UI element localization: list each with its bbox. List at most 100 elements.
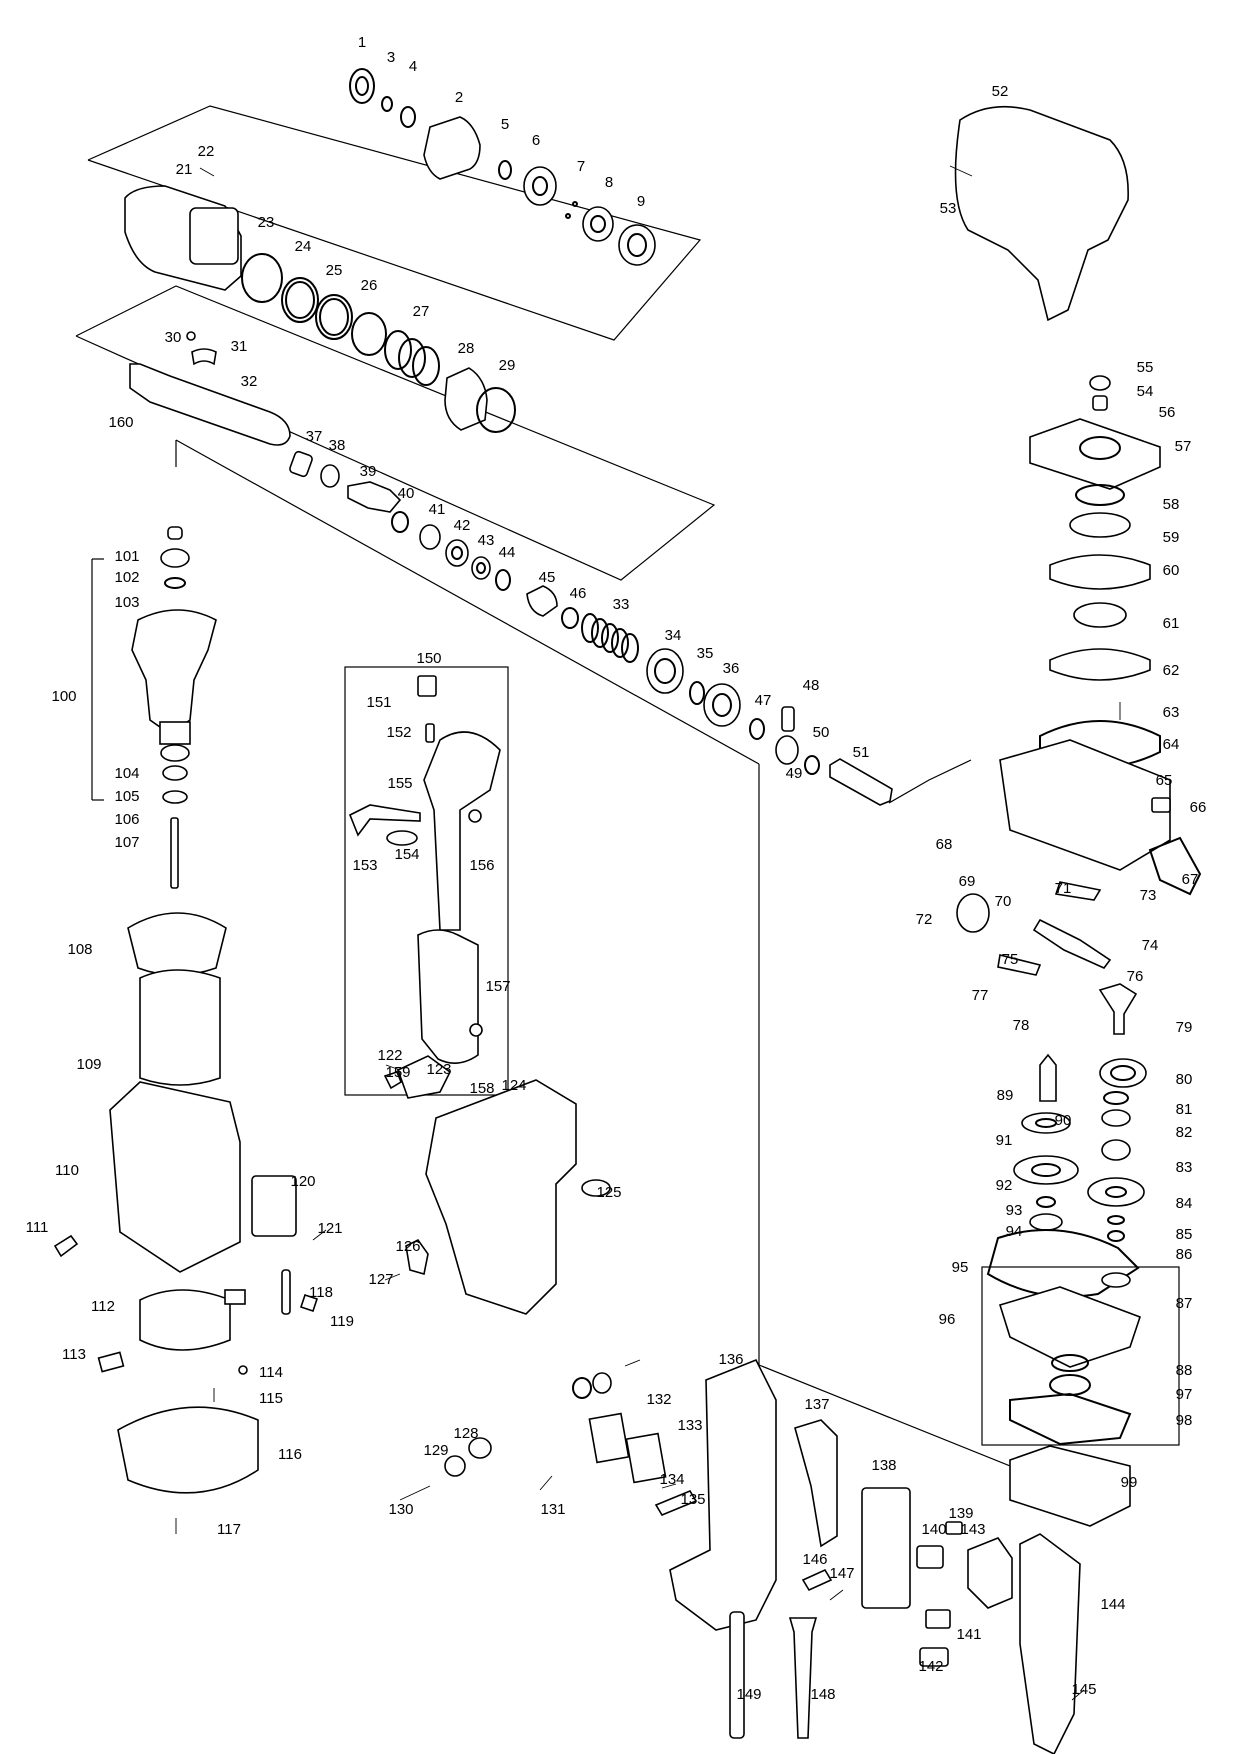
callout-94: 94	[1006, 1223, 1023, 1240]
callout-132: 132	[646, 1391, 671, 1408]
callout-134: 134	[659, 1471, 684, 1488]
callout-47: 47	[755, 692, 772, 709]
callout-2: 2	[455, 89, 463, 106]
callout-99: 99	[1121, 1474, 1138, 1491]
callout-73: 73	[1140, 887, 1157, 904]
callout-41: 41	[429, 501, 446, 518]
callout-52: 52	[992, 83, 1009, 100]
frame-bearing-box	[981, 1266, 1180, 1446]
callout-44: 44	[499, 544, 516, 561]
callout-68: 68	[936, 836, 953, 853]
callout-39: 39	[360, 463, 377, 480]
callout-145: 145	[1071, 1681, 1096, 1698]
callout-61: 61	[1163, 615, 1180, 632]
callout-67: 67	[1182, 871, 1199, 888]
callout-72: 72	[916, 911, 933, 928]
callout-49: 49	[786, 765, 803, 782]
callout-143: 143	[960, 1521, 985, 1538]
callout-33: 33	[613, 596, 630, 613]
callout-64: 64	[1163, 736, 1180, 753]
callout-24: 24	[295, 238, 312, 255]
callout-89: 89	[997, 1087, 1014, 1104]
callout-7: 7	[577, 158, 585, 175]
callout-70: 70	[995, 893, 1012, 910]
parts-main-handle	[669, 1358, 1085, 1754]
callout-101: 101	[114, 548, 139, 565]
parts-armature	[127, 526, 227, 1086]
callout-labels: 1342567892221232425262728293031321603738…	[26, 34, 1207, 1703]
callout-153: 153	[352, 857, 377, 874]
callout-51: 51	[853, 744, 870, 761]
callout-62: 62	[1163, 662, 1180, 679]
callout-118: 118	[309, 1284, 333, 1301]
callout-105: 105	[114, 788, 139, 805]
callout-123: 123	[426, 1061, 451, 1078]
callout-87: 87	[1176, 1295, 1193, 1312]
callout-103: 103	[114, 594, 139, 611]
frame-upper-barrel	[87, 105, 702, 341]
callout-36: 36	[723, 660, 740, 677]
callout-151: 151	[366, 694, 391, 711]
callout-69: 69	[959, 873, 976, 890]
callout-159: 159	[385, 1064, 410, 1081]
parts-spindle	[129, 331, 893, 806]
callout-140: 140	[921, 1521, 946, 1538]
callout-79: 79	[1176, 1019, 1193, 1036]
callout-84: 84	[1176, 1195, 1193, 1212]
callout-141: 141	[956, 1626, 981, 1643]
callout-23: 23	[258, 214, 275, 231]
callout-104: 104	[114, 765, 139, 782]
parts-top-row	[349, 68, 656, 266]
callout-127: 127	[368, 1271, 393, 1288]
callout-108: 108	[67, 941, 92, 958]
callout-46: 46	[570, 585, 587, 602]
callout-37: 37	[306, 428, 323, 445]
callout-63: 63	[1163, 704, 1180, 721]
callout-116: 116	[278, 1446, 302, 1463]
callout-122: 122	[377, 1047, 402, 1064]
callout-31: 31	[231, 338, 248, 355]
callout-142: 142	[918, 1658, 943, 1675]
callout-131: 131	[540, 1501, 565, 1518]
callout-55: 55	[1137, 359, 1154, 376]
parts-rear-housing	[384, 1055, 698, 1517]
callout-57: 57	[1175, 438, 1192, 455]
callout-130: 130	[388, 1501, 413, 1518]
callout-150: 150	[416, 650, 441, 667]
parts-motor-housing	[53, 1081, 327, 1534]
callout-138: 138	[871, 1457, 896, 1474]
callout-156: 156	[469, 857, 494, 874]
callout-54: 54	[1137, 383, 1154, 400]
callout-114: 114	[259, 1364, 283, 1381]
parts-side-handle	[348, 675, 501, 1090]
callout-40: 40	[398, 485, 415, 502]
frame-spindle	[75, 285, 716, 581]
callout-59: 59	[1163, 529, 1180, 546]
callout-28: 28	[458, 340, 475, 357]
callout-35: 35	[697, 645, 714, 662]
callout-42: 42	[454, 517, 471, 534]
callout-147: 147	[829, 1565, 854, 1582]
callout-27: 27	[413, 303, 430, 320]
callout-109: 109	[76, 1056, 101, 1073]
callout-5: 5	[501, 116, 509, 133]
callout-86: 86	[1176, 1246, 1193, 1263]
callout-25: 25	[326, 262, 343, 279]
callout-38: 38	[329, 437, 346, 454]
parts-housing-top-right	[949, 105, 1129, 322]
callout-29: 29	[499, 357, 516, 374]
callout-56: 56	[1159, 404, 1176, 421]
callout-77: 77	[972, 987, 989, 1004]
callout-4: 4	[409, 58, 417, 75]
callout-102: 102	[114, 569, 139, 586]
callout-139: 139	[948, 1505, 973, 1522]
callout-30: 30	[165, 329, 182, 346]
callout-111: 111	[26, 1219, 49, 1236]
callout-60: 60	[1163, 562, 1180, 579]
callout-129: 129	[423, 1442, 448, 1459]
callout-110: 110	[55, 1162, 79, 1179]
callout-124: 124	[501, 1077, 526, 1094]
callout-97: 97	[1176, 1386, 1193, 1403]
callout-112: 112	[91, 1298, 115, 1315]
frame-link-51-65	[888, 759, 972, 804]
